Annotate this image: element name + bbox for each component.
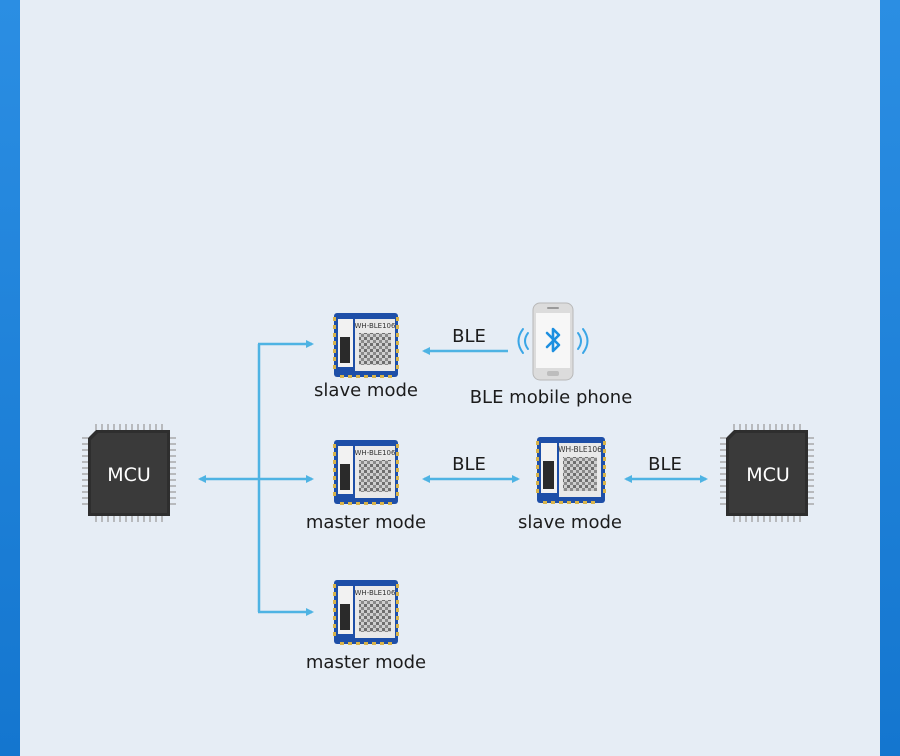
module-marking: WH-BLE106 [355, 322, 396, 330]
node-label-bottom-master: master mode [305, 652, 427, 673]
link-label-phone: BLE [452, 326, 486, 347]
diagram-panel [20, 0, 880, 756]
node-label-middle-slave: slave mode [518, 512, 622, 533]
module-marking: WH-BLE106 [355, 449, 396, 457]
mcu-left-label: MCU [107, 464, 151, 486]
mcu-right-chip: MCU [720, 424, 814, 522]
node-label-middle-master: master mode [305, 512, 427, 533]
node-label-phone: BLE mobile phone [469, 387, 633, 408]
mcu-left-chip: MCU [82, 424, 176, 522]
link-label-master-slave: BLE [452, 454, 486, 475]
signal-waves-icon [517, 328, 589, 354]
link-label-slave-mcu: BLE [648, 454, 682, 475]
frame-left-border [0, 0, 20, 756]
frame-right-border [880, 0, 900, 756]
ble-module-middle-slave: WH-BLE106 [536, 437, 606, 504]
module-marking: WH-BLE106 [558, 445, 602, 454]
ble-module-top-slave: WH-BLE106 [333, 313, 399, 378]
ble-module-bottom-master: WH-BLE106 [333, 580, 399, 645]
ble-module-middle-master: WH-BLE106 [333, 440, 399, 505]
module-marking: WH-BLE106 [355, 589, 396, 597]
bluetooth-icon [545, 327, 561, 353]
mcu-right-label: MCU [746, 464, 790, 486]
node-label-top-slave: slave mode [314, 380, 418, 401]
